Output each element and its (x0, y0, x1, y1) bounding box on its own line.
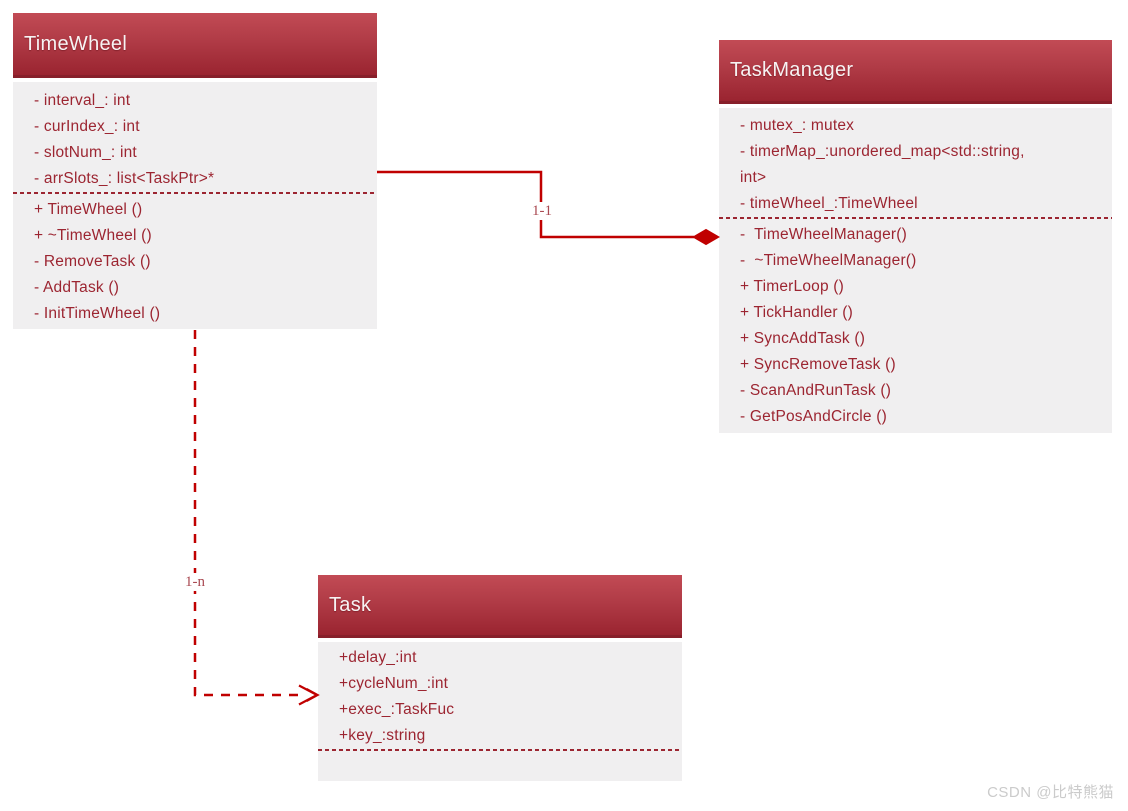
member-line: - ScanAndRunTask () (740, 382, 892, 399)
composition-diamond-icon (691, 228, 721, 246)
attributes-list: - mutex_: mutex - timerMap_:unordered_map… (719, 108, 1112, 217)
class-title: TaskManager (730, 59, 854, 81)
class-header-task: Task (318, 575, 682, 638)
member-line: - GetPosAndCircle () (740, 408, 887, 425)
member-line: +cycleNum_:int (339, 675, 449, 692)
attributes-list: - interval_: int - curIndex_: int - slotNu… (13, 82, 377, 192)
attributes-methods-separator (719, 217, 1112, 219)
class-body-taskmanager: - mutex_: mutex - timerMap_:unordered_map… (719, 108, 1112, 433)
watermark-text: CSDN @比特熊猫 (987, 784, 1114, 801)
member-line: - timerMap_:unordered_map<std::string, i… (740, 143, 1025, 186)
dependency-arrow-icon (298, 684, 320, 706)
class-header-timewheel: TimeWheel (13, 13, 377, 78)
member-line: - curIndex_: int (34, 118, 140, 135)
member-line: + SyncRemoveTask () (740, 356, 896, 373)
attributes-methods-separator (13, 192, 377, 194)
multiplicity-label-1-1: 1-1 (527, 202, 557, 220)
class-body-timewheel: - interval_: int - curIndex_: int - slotNu… (13, 82, 377, 329)
member-line: - interval_: int (34, 92, 131, 109)
class-title: Task (329, 593, 372, 616)
member-line: +exec_:TaskFuc (339, 701, 455, 718)
class-body-task: +delay_:int +cycleNum_:int +exec_:TaskFuc +… (318, 642, 682, 781)
member-line: + TimeWheel () (34, 201, 143, 218)
multiplicity-label-1-n: 1-n (180, 573, 210, 591)
methods-list: + TimeWheel () + ~TimeWheel () - RemoveTas… (13, 194, 377, 327)
class-title: TimeWheel (24, 32, 128, 55)
member-line: - RemoveTask () (34, 253, 151, 270)
member-line: - ~TimeWheelManager() (740, 252, 917, 269)
attributes-list: +delay_:int +cycleNum_:int +exec_:TaskFuc +… (318, 642, 682, 749)
member-line: +key_:string (339, 727, 426, 744)
dependency-line (193, 330, 302, 697)
member-line: - InitTimeWheel () (34, 305, 161, 322)
member-line: + ~TimeWheel () (34, 227, 152, 244)
member-line: + TimerLoop () (740, 278, 845, 295)
methods-list (318, 751, 682, 754)
member-line: - slotNum_: int (34, 144, 137, 161)
member-line: - arrSlots_: list<TaskPtr>* (34, 170, 215, 187)
member-line: +delay_:int (339, 649, 417, 666)
member-line: - mutex_: mutex (740, 117, 855, 134)
class-box-timewheel: TimeWheel - interval_: int - curIndex_: i… (13, 13, 377, 329)
member-line: - TimeWheelManager() (740, 226, 907, 243)
relationship-dependency-timewheel-task (193, 330, 320, 706)
class-box-taskmanager: TaskManager - mutex_: mutex - timerMap_:u… (719, 40, 1112, 433)
dependency-arrow-inner-icon (305, 688, 320, 702)
member-line: - AddTask () (34, 279, 120, 296)
member-line: + SyncAddTask () (740, 330, 866, 347)
methods-list: - TimeWheelManager() - ~TimeWheelManager(… (719, 219, 1112, 430)
class-header-taskmanager: TaskManager (719, 40, 1112, 104)
member-line: + TickHandler () (740, 304, 854, 321)
class-box-task: Task +delay_:int +cycleNum_:int +exec_:Tas… (318, 575, 682, 781)
member-line: - timeWheel_:TimeWheel (740, 195, 918, 212)
attributes-methods-separator (318, 749, 682, 751)
